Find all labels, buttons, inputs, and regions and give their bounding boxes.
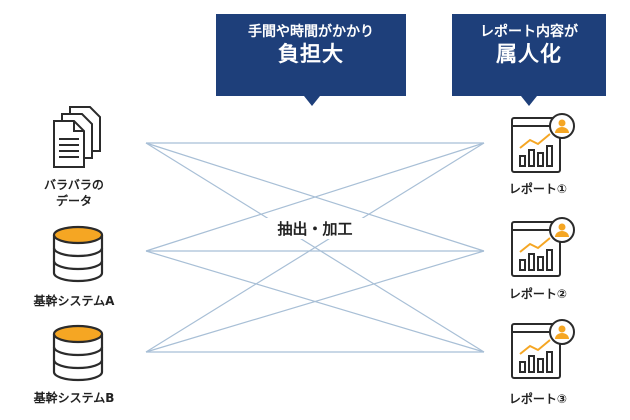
report-label-3: レポート③: [508, 392, 568, 406]
report-dashboard-icon: [511, 113, 575, 173]
callout-burden-line1: 手間や時間がかかり: [248, 24, 374, 40]
report-dashboard-icon: [511, 319, 575, 379]
callout-personalized-line2: 属人化: [496, 42, 562, 66]
source-label-system-b: 基幹システムB: [33, 391, 115, 405]
source-label-line1: バラバラの: [44, 178, 104, 192]
callout-burden: 手間や時間がかかり 負担大: [216, 14, 406, 106]
database-icon: [52, 225, 104, 283]
source-label-line2: データ: [55, 194, 92, 208]
report-label-2: レポート②: [508, 287, 568, 301]
callout-tail: [521, 96, 537, 106]
database-icon: [52, 324, 104, 382]
connection-line: [145, 250, 485, 353]
callout-personalized-line1: レポート内容が: [480, 24, 578, 40]
documents-icon: [53, 106, 101, 168]
connection-line: [145, 142, 485, 252]
report-label-1: レポート①: [508, 182, 568, 196]
report-dashboard-icon: [511, 217, 575, 277]
callout-tail: [304, 96, 320, 106]
callout-burden-line2: 負担大: [278, 42, 344, 66]
source-label-scattered-data: バラバラの データ: [24, 177, 124, 209]
callout-personalized: レポート内容が 属人化: [452, 14, 606, 106]
source-label-system-a: 基幹システムA: [33, 294, 115, 308]
extract-process-label: 抽出・加工: [260, 218, 370, 239]
connection-line: [145, 142, 485, 353]
